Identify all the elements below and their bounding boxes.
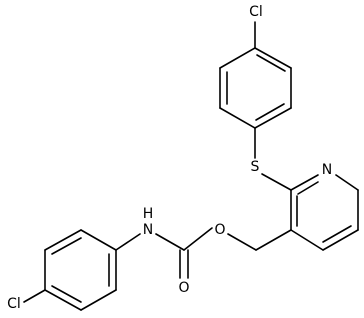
bond-ring-ch2 [255, 229, 292, 251]
atom-cl-bottom: Cl [7, 296, 21, 312]
bottom-chlorophenyl-ring [44, 229, 117, 311]
atom-s: S [251, 159, 260, 175]
atom-o-carbonyl: O [178, 280, 189, 296]
atom-nh-n: N [143, 222, 153, 238]
bond-ch2-o [227, 233, 257, 251]
top-chlorophenyl-ring [219, 47, 292, 129]
pyridine-ring [290, 174, 359, 251]
bond-s-pyridine [261, 173, 292, 191]
atom-nh-h: H [143, 206, 154, 222]
bond-o-carbonyl-c [183, 227, 213, 251]
bond-cl-bottom [23, 289, 46, 303]
atom-o-ester: O [214, 222, 225, 238]
atom-cl-top: Cl [249, 4, 263, 20]
bond-nh-ring [115, 233, 141, 251]
bond-c-nh [155, 233, 185, 251]
atom-n-pyridine: N [322, 162, 332, 178]
